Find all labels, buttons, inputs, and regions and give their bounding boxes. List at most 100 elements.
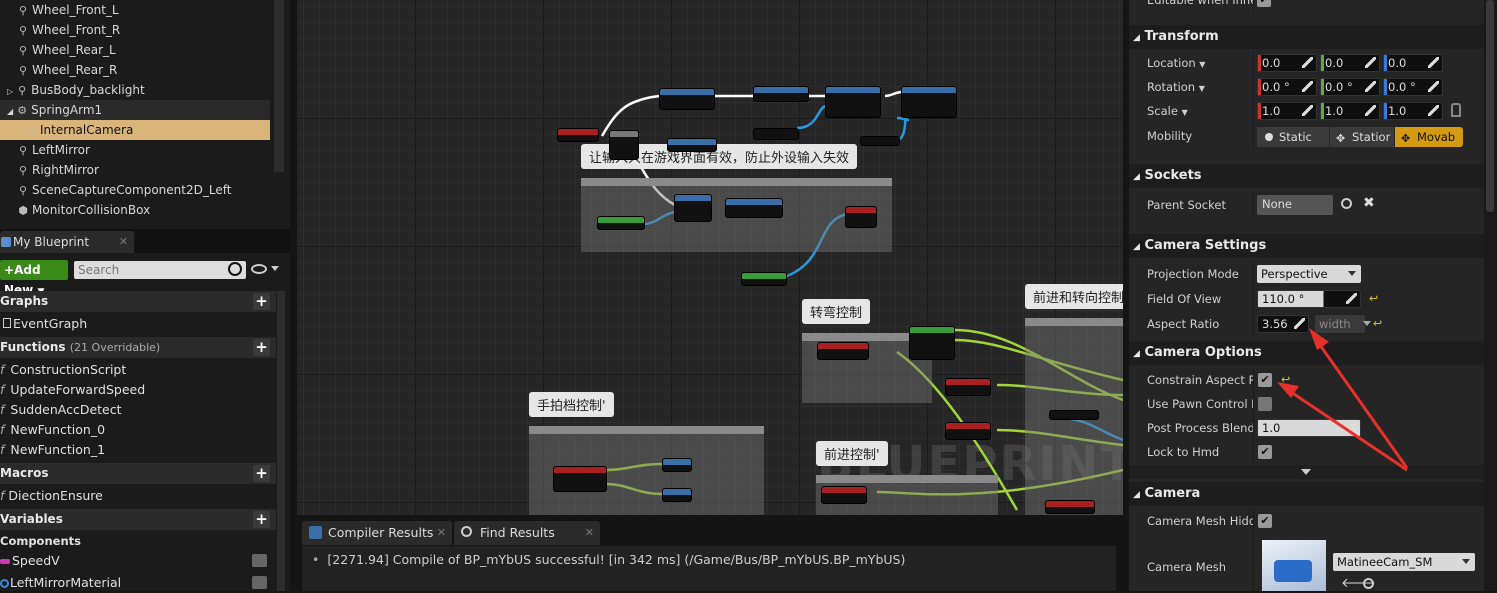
rotation-x-field[interactable]: 0.0 ° <box>1257 78 1317 96</box>
node-create-widget[interactable] <box>659 88 715 110</box>
expand-arrow-icon[interactable]: ◢ <box>7 107 14 116</box>
parent-socket-field[interactable]: None <box>1257 195 1333 215</box>
search-icon[interactable] <box>228 262 242 276</box>
add-function-plus-icon[interactable]: + <box>253 339 270 356</box>
editable-inherit-checkbox[interactable]: ✔ <box>1257 0 1271 7</box>
lock-hmd-checkbox[interactable]: ✔ <box>1258 445 1272 459</box>
tree-item[interactable]: ▷⚲BusBody_backlight <box>0 80 270 100</box>
location-y-field[interactable]: 0.0 <box>1320 54 1380 72</box>
node-event-begin-play[interactable] <box>557 128 599 142</box>
node-add-to-viewport[interactable] <box>753 86 809 102</box>
tree-item[interactable]: ◰InternalCamera <box>0 120 270 140</box>
search-input[interactable]: Search <box>74 261 246 279</box>
reset-to-default-icon[interactable]: ↩ <box>1281 373 1291 386</box>
node-input-axis-move-forward[interactable] <box>945 422 991 440</box>
node-input-axis-forward[interactable] <box>821 486 867 504</box>
node-set-gear-2[interactable] <box>662 488 692 502</box>
rotation-label[interactable]: Rotation ▼ <box>1147 75 1253 101</box>
scale-x-field[interactable]: 1.0 <box>1257 102 1317 120</box>
pawn-control-checkbox[interactable] <box>1258 397 1272 411</box>
mobility-static-button[interactable]: Static <box>1257 127 1329 147</box>
camera-mesh-thumbnail[interactable] <box>1262 540 1326 591</box>
scale-y-field[interactable]: 1.0 <box>1320 102 1380 120</box>
location-z-field[interactable]: 0.0 <box>1383 54 1443 72</box>
node-enable-input[interactable] <box>674 194 712 222</box>
node-set-widget[interactable] <box>825 86 881 118</box>
node-input-axis-turn[interactable] <box>817 342 869 360</box>
functions-category[interactable]: Functions (21 Overridable)+ <box>0 337 276 358</box>
node-set-input-mode[interactable] <box>725 198 783 218</box>
advanced-expander[interactable] <box>1129 465 1484 479</box>
close-icon[interactable]: ✕ <box>436 526 446 539</box>
aspect-ratio-field[interactable]: 3.56 <box>1257 315 1309 333</box>
fov-slider-field[interactable]: 110.0 ° <box>1257 290 1361 308</box>
browse-search-icon[interactable] <box>1363 578 1374 589</box>
tree-item[interactable]: ⬢MonitorCollisionBox <box>0 200 270 220</box>
location-label[interactable]: Location ▼ <box>1147 51 1253 77</box>
eye-toggle-icon[interactable] <box>252 554 267 567</box>
camera-mesh-dropdown[interactable]: MatineeCam_SM <box>1333 553 1475 571</box>
graph-item-eventgraph[interactable]: EventGraph <box>3 314 87 334</box>
my-blueprint-scrollbar[interactable] <box>277 291 285 591</box>
node-get-widget[interactable] <box>667 138 717 152</box>
close-icon[interactable]: ✕ <box>118 235 128 248</box>
add-graph-plus-icon[interactable]: + <box>253 293 270 310</box>
node-cast[interactable] <box>845 206 877 228</box>
node-input-axis-gear[interactable] <box>553 466 607 492</box>
tree-scrollbar[interactable] <box>274 0 284 172</box>
mobility-movable-button[interactable]: ✥Movab <box>1395 127 1463 147</box>
constrain-aspect-checkbox[interactable]: ✔ <box>1258 373 1272 387</box>
macros-category[interactable]: Macros+ <box>0 463 276 484</box>
aspect-preset-dropdown[interactable]: width <box>1315 315 1371 333</box>
comment-bubble-turn[interactable]: 转弯控制 <box>802 299 871 324</box>
node-get-player-controller-2[interactable] <box>741 272 787 286</box>
node-input-axis-handbrake[interactable] <box>1045 500 1095 514</box>
section-transform[interactable]: ◢ Transform <box>1129 25 1484 49</box>
variables-category[interactable]: Variables+ <box>0 509 276 530</box>
add-macro-plus-icon[interactable]: + <box>253 465 270 482</box>
comment-bubble-forward[interactable]: 前进控制' <box>816 441 888 466</box>
tree-item[interactable]: ⚲Wheel_Rear_R <box>0 60 270 80</box>
node-variable-get[interactable] <box>753 128 799 140</box>
tree-item[interactable]: ⚲Wheel_Front_L <box>0 0 270 20</box>
tree-item[interactable]: ⚲RightMirror <box>0 160 270 180</box>
view-options-eye-icon[interactable] <box>251 264 267 274</box>
add-variable-plus-icon[interactable]: + <box>253 511 270 528</box>
tree-item[interactable]: ⚲SceneCaptureComponent2D_Left <box>0 180 270 200</box>
node-get-player-controller[interactable] <box>597 216 645 230</box>
reset-to-default-icon[interactable]: ↩ <box>1373 317 1383 330</box>
node-set-widget-2[interactable] <box>901 86 957 118</box>
projection-mode-dropdown[interactable]: Perspective <box>1257 265 1361 283</box>
scale-label[interactable]: Scale ▼ <box>1147 99 1253 125</box>
section-camera-options[interactable]: ◢ Camera Options <box>1129 341 1484 365</box>
eye-toggle-icon[interactable] <box>252 576 267 589</box>
section-sockets[interactable]: ◢ Sockets <box>1129 164 1484 188</box>
reset-to-default-icon[interactable]: ↩ <box>1369 292 1379 305</box>
node-sequence[interactable] <box>609 130 639 160</box>
components-subheader[interactable]: Components <box>0 534 81 548</box>
tab-my-blueprint[interactable]: My Blueprint ✕ <box>0 231 134 253</box>
node-input-axis-move-right[interactable] <box>945 378 991 396</box>
tree-item[interactable]: ⚲Wheel_Front_R <box>0 20 270 40</box>
tab-compiler-results[interactable]: Compiler Results✕ <box>302 521 452 545</box>
post-process-slider-field[interactable]: 1.0 <box>1257 419 1361 437</box>
comment-bubble-forward-turn[interactable]: 前进和转向控制 <box>1025 284 1123 309</box>
clear-x-icon[interactable]: ✖ <box>1363 195 1375 211</box>
rotation-z-field[interactable]: 0.0 ° <box>1383 78 1443 96</box>
close-icon[interactable]: ✕ <box>584 526 594 539</box>
tree-item[interactable]: ⚲LeftMirror <box>0 140 270 160</box>
variable-item-speedv[interactable]: SpeedV <box>0 551 60 571</box>
location-x-field[interactable]: 0.0 <box>1257 54 1317 72</box>
variable-item-leftmirrormaterial[interactable]: LeftMirrorMaterial <box>0 573 121 593</box>
details-scrollbar-thumb[interactable] <box>1486 0 1494 212</box>
add-new-button[interactable]: +Add New ▼ <box>0 260 68 297</box>
details-scrollbar[interactable] <box>1484 0 1497 591</box>
view-options-chevron-icon[interactable] <box>271 266 279 271</box>
rotation-y-field[interactable]: 0.0 ° <box>1320 78 1380 96</box>
